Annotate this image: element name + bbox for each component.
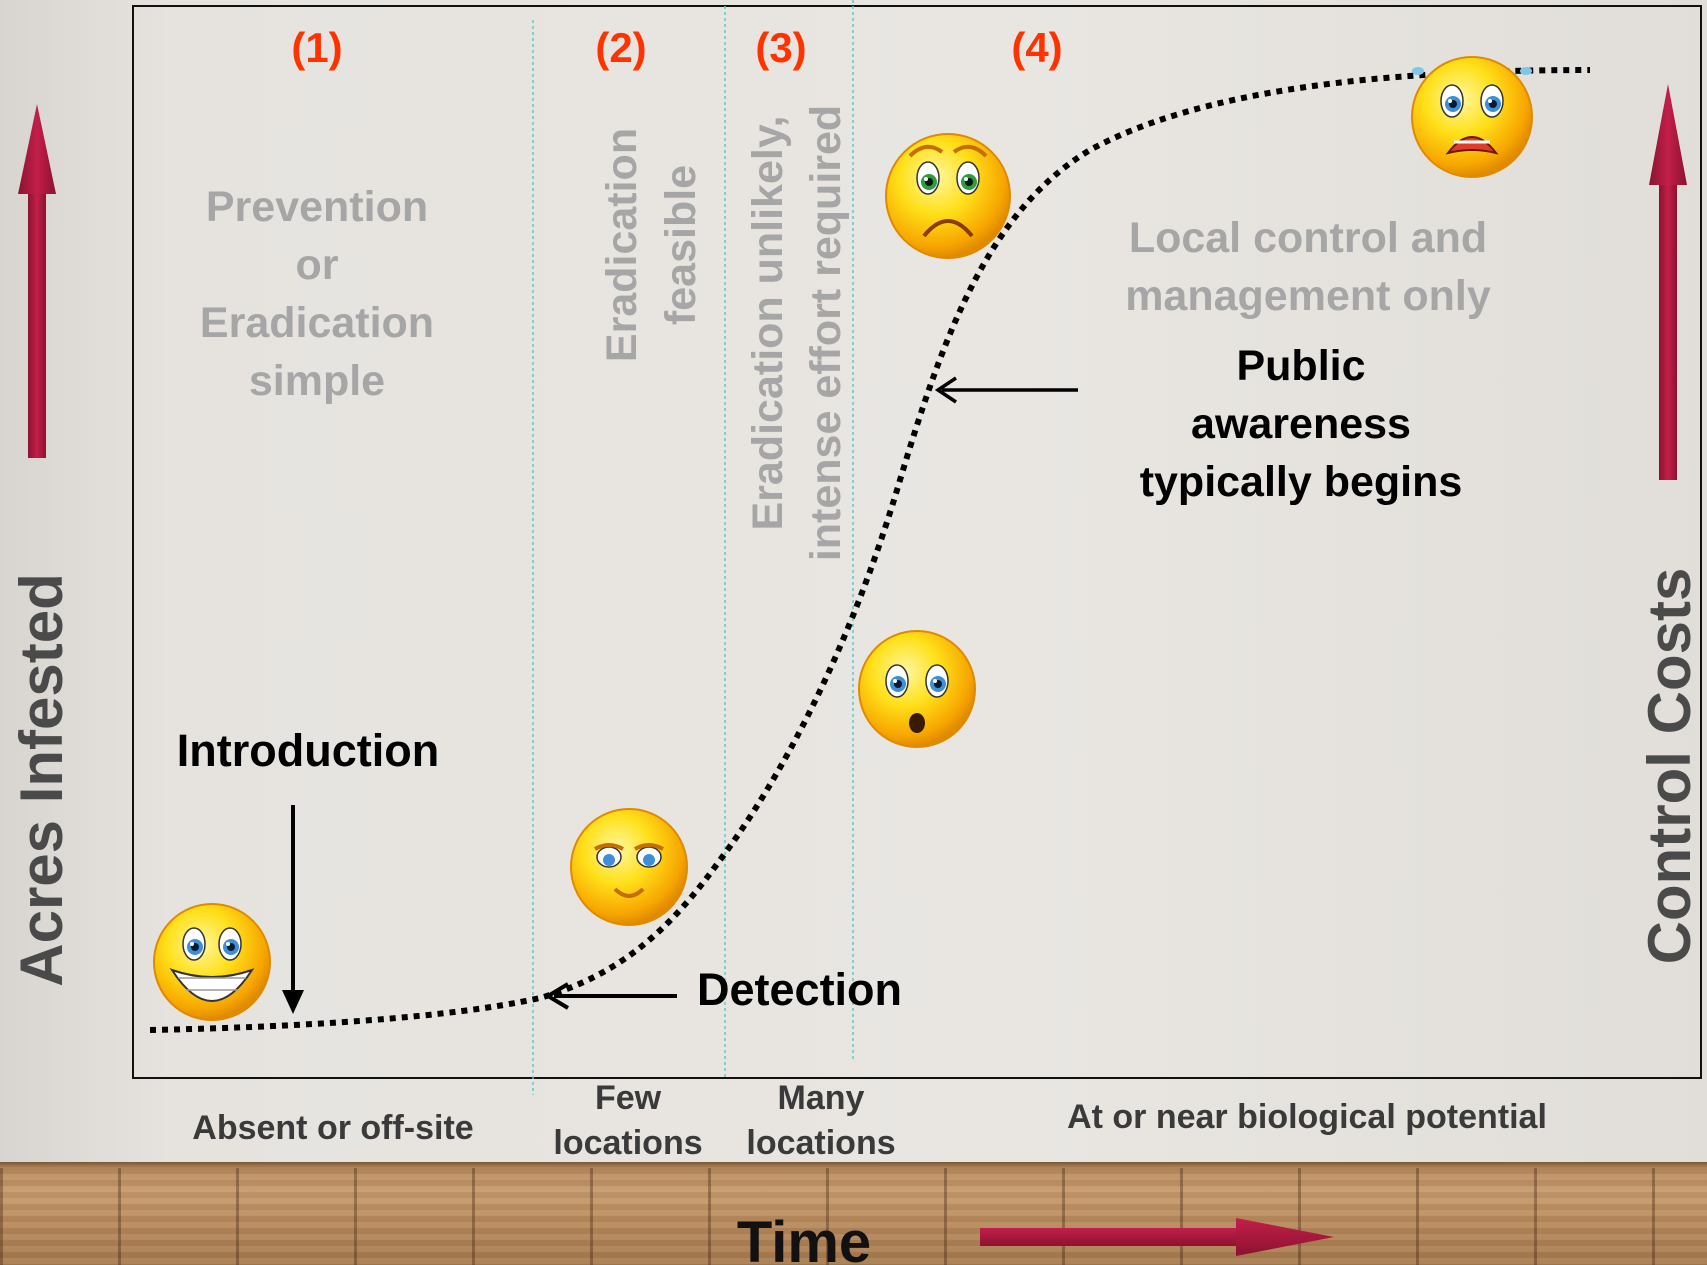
phase-number-1: (1) <box>291 24 342 71</box>
phase-number-3: (3) <box>755 24 806 71</box>
infestation-curve <box>149 67 1591 1033</box>
costs-up-arrow <box>1649 84 1687 480</box>
content-smiley-icon <box>570 808 688 926</box>
public-awareness-arrow <box>934 376 1078 404</box>
phase3-description: Eradication unlikely, intense effort req… <box>744 105 850 561</box>
public-awareness-label: Public awareness typically begins <box>1140 342 1463 506</box>
scared-smiley-icon <box>1411 56 1533 178</box>
phase1-line-3: Eradication <box>200 299 434 347</box>
x-category-absent: Absent or off-site <box>192 1109 473 1147</box>
detection-label: Detection <box>697 964 902 1015</box>
phase2-description: Eradication feasible <box>598 128 705 362</box>
plot-frame <box>132 5 1702 1079</box>
phase4-description: Local control and management only <box>1125 214 1491 320</box>
laughing-smiley-icon <box>153 903 271 1021</box>
public-awareness-line-2: awareness <box>1191 400 1411 448</box>
x-category-few-line-2: locations <box>553 1124 702 1162</box>
phase1-line-1: Prevention <box>206 183 428 231</box>
phase4-line-2: management only <box>1125 272 1491 320</box>
acres-up-arrow <box>18 104 56 458</box>
worried-smiley-icon <box>885 133 1011 259</box>
x-category-few-line-1: Few <box>595 1079 662 1117</box>
x-category-near: At or near biological potential <box>1067 1098 1547 1136</box>
phase-number-4: (4) <box>1011 24 1062 71</box>
surprised-smiley-icon <box>858 630 976 748</box>
y-axis-left-label: Acres Infested <box>8 573 75 987</box>
wood-floor <box>0 1162 1707 1265</box>
phase-number-2: (2) <box>595 24 646 71</box>
phase3-line-1: Eradication unlikely, <box>744 116 792 531</box>
time-right-arrow <box>980 1218 1334 1256</box>
x-category-many-line-2: locations <box>746 1124 895 1162</box>
y-axis-right-label: Control Costs <box>1636 568 1703 965</box>
phase1-line-2: or <box>296 241 339 289</box>
phase2-line-1: Eradication <box>598 128 646 362</box>
phase1-line-4: simple <box>249 357 385 405</box>
phase2-line-2: feasible <box>657 165 705 325</box>
introduction-arrow <box>282 805 304 1014</box>
phase4-line-1: Local control and <box>1129 214 1487 262</box>
x-category-many-line-1: Many <box>778 1079 865 1117</box>
public-awareness-line-3: typically begins <box>1140 458 1463 506</box>
public-awareness-line-1: Public <box>1236 342 1365 390</box>
introduction-label: Introduction <box>177 725 439 776</box>
phase1-description: Prevention or Eradication simple <box>200 183 434 405</box>
x-axis-label: Time <box>737 1210 871 1265</box>
phase3-line-2: intense effort required <box>802 105 850 561</box>
